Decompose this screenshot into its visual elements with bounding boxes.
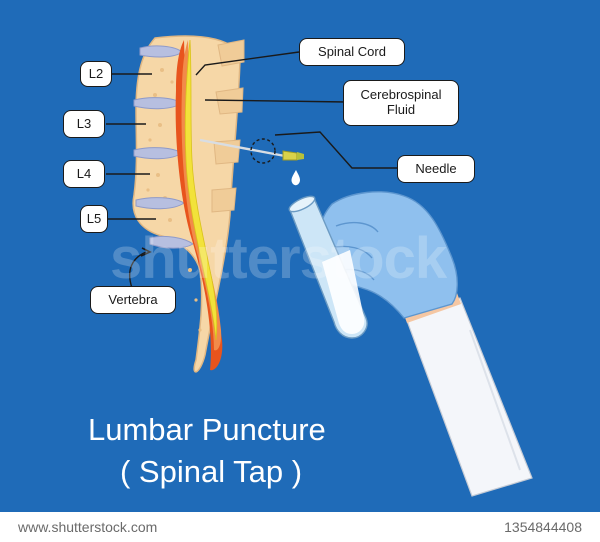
test-tube [288, 195, 368, 339]
label-spinal-cord-text: Spinal Cord [318, 43, 386, 59]
title-line-2: ( Spinal Tap ) [120, 454, 303, 489]
label-csf-line1: Cerebrospinal [360, 87, 442, 103]
leader-lines [106, 51, 398, 289]
label-l2: L2 [80, 61, 112, 87]
footer-bar: www.shutterstock.com 1354844408 [0, 512, 600, 542]
footer-brand: www.shutterstock.com [18, 519, 158, 535]
label-vertebra: Vertebra [90, 286, 176, 314]
label-vertebra-text: Vertebra [108, 291, 158, 307]
label-l5-text: L5 [86, 210, 102, 226]
label-l5: L5 [80, 205, 108, 233]
illustration [106, 35, 533, 497]
label-l4-text: L4 [76, 165, 92, 181]
label-needle: Needle [397, 155, 475, 183]
title-line-1: Lumbar Puncture [88, 412, 326, 447]
needle-graphic [199, 138, 304, 186]
label-l4: L4 [63, 160, 105, 188]
label-cerebrospinal-fluid: Cerebrospinal Fluid [343, 80, 459, 126]
spinal-cord [184, 39, 218, 341]
label-l3: L3 [63, 110, 105, 138]
needle-focus-circle [250, 138, 276, 164]
label-l2-text: L2 [88, 65, 104, 81]
label-spinal-cord: Spinal Cord [299, 38, 405, 66]
sleeve [405, 297, 533, 497]
label-csf-line2: Fluid [386, 102, 416, 117]
footer-image-id: 1354844408 [504, 519, 582, 535]
label-needle-text: Needle [415, 160, 457, 176]
label-l3-text: L3 [76, 115, 92, 131]
